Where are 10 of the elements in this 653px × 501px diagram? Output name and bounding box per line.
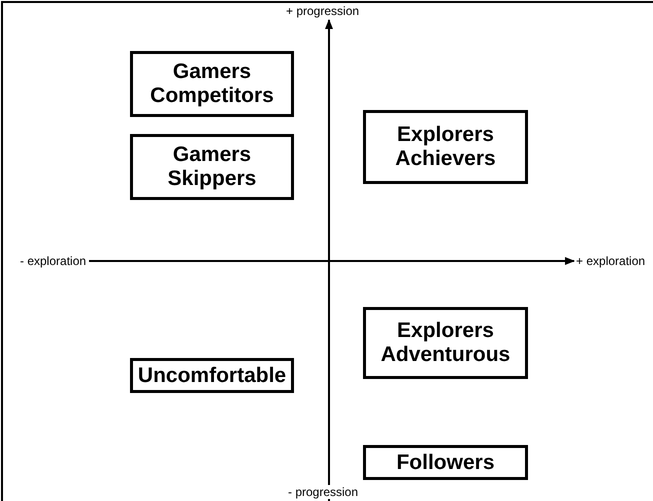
category-box: Gamers Skippers	[130, 134, 294, 200]
axis-label: - exploration	[19, 254, 88, 268]
axis-label: + exploration	[575, 254, 646, 268]
category-box: Explorers Achievers	[363, 110, 528, 184]
category-box: Uncomfortable	[130, 358, 294, 393]
category-box: Followers	[363, 445, 528, 480]
category-box: Explorers Adventurous	[363, 307, 528, 379]
category-box: Gamers Competitors	[130, 51, 294, 117]
axis-label: + progression	[285, 4, 360, 18]
axis-label: - progression	[287, 485, 360, 499]
